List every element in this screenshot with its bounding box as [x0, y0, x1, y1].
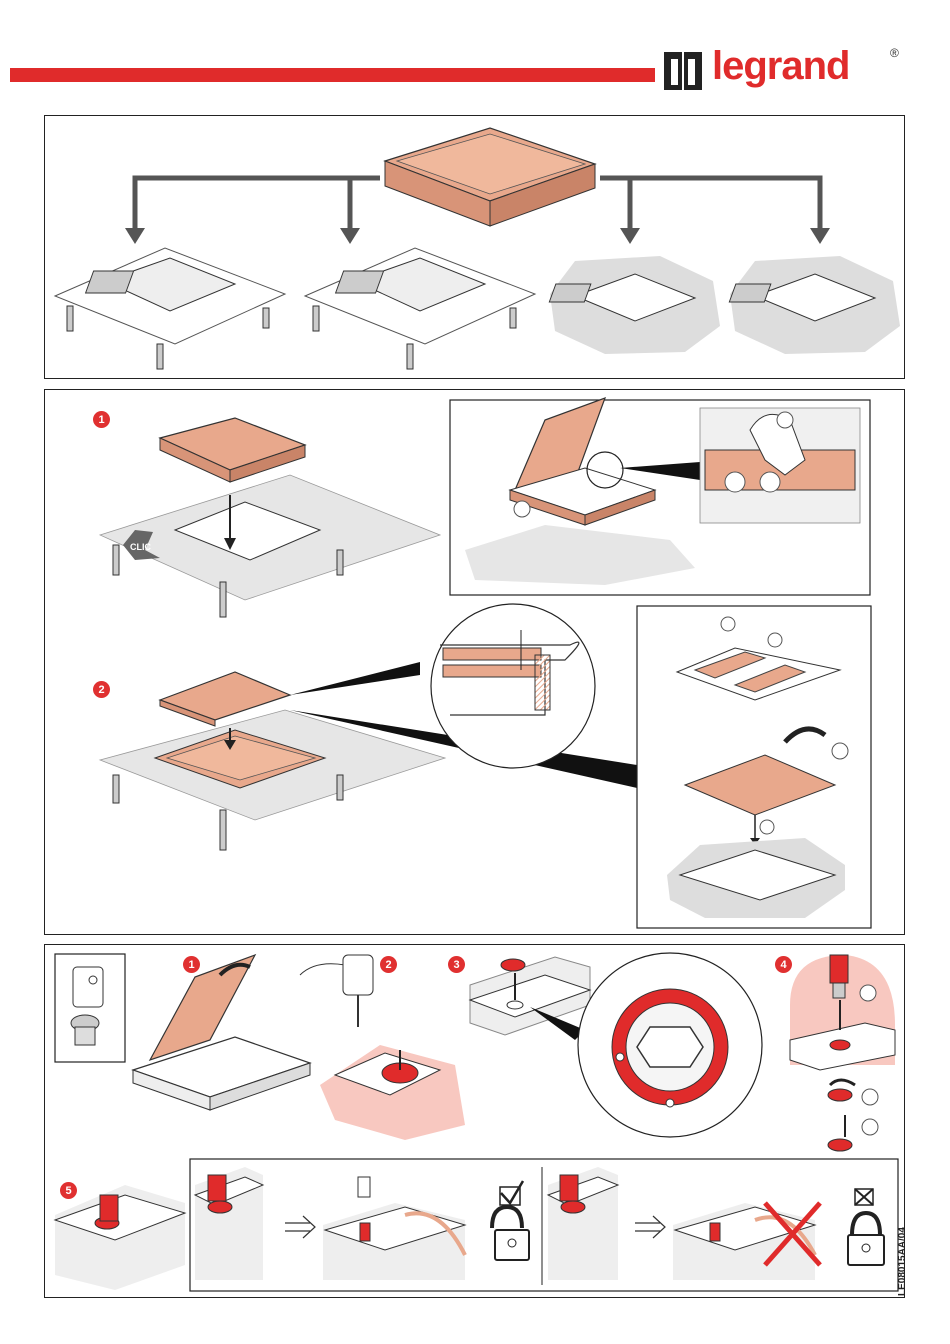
arrow-split-left — [135, 178, 380, 228]
panel-overview — [44, 115, 905, 379]
raised-floor-box-1 — [55, 248, 285, 369]
lid-open-step-1 — [133, 955, 310, 1110]
cover-tile-step-2 — [100, 604, 637, 850]
document-reference: LE08015AA/04 — [897, 1227, 908, 1296]
panel-installation: 1 2 CLIC — [44, 389, 905, 935]
arrow-split-right — [600, 178, 820, 228]
panel-locking: 1 2 3 4 5 — [44, 944, 905, 1298]
drill-step-2 — [300, 955, 465, 1140]
locked-box-step-5 — [55, 1185, 185, 1290]
floor-box-cover-top — [385, 128, 595, 226]
legrand-logo-mark-icon — [662, 50, 706, 94]
raised-floor-box-2 — [305, 248, 535, 369]
registered-mark: ® — [890, 46, 899, 60]
installation-illustration: CLIC — [45, 390, 906, 936]
key-accessory-box — [55, 954, 125, 1062]
cover-insert-step-1: CLIC — [100, 418, 440, 617]
screed-floor-box-1 — [549, 256, 720, 354]
cross-box-icon — [855, 1189, 873, 1205]
header-red-bar — [10, 68, 655, 82]
clic-label: CLIC — [130, 542, 151, 552]
overview-illustration — [45, 116, 906, 380]
locking-illustration — [45, 945, 906, 1299]
inset-tile-detail — [637, 606, 871, 928]
lock-insert-step-3 — [470, 953, 762, 1137]
inset-hinge-detail — [450, 398, 870, 595]
brand-name: legrand — [712, 44, 849, 89]
lock-key-step-4 — [790, 955, 895, 1151]
comparison-frame — [190, 1159, 898, 1291]
screed-floor-box-2 — [729, 256, 900, 354]
